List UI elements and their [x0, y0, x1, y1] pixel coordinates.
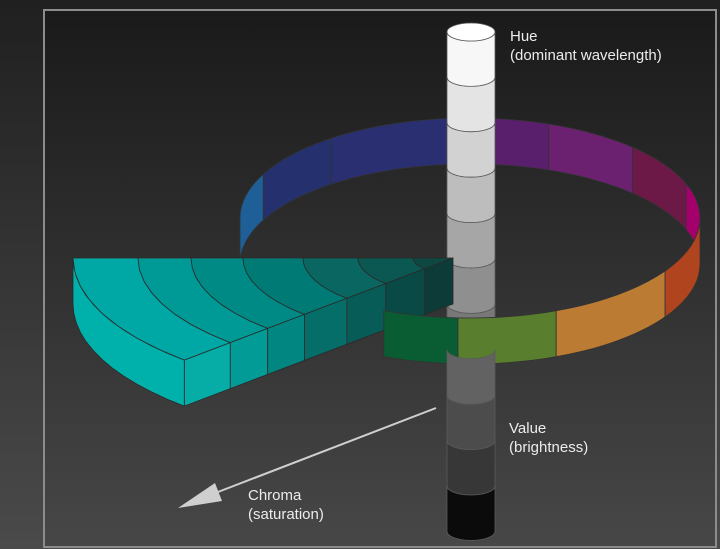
value-cylinder-lower — [446, 349, 496, 541]
value-label: Value — [509, 420, 546, 437]
value-cylinder — [446, 22, 496, 360]
value-band — [446, 485, 496, 541]
chroma-outer-face — [72, 257, 185, 407]
hue-sublabel: (dominant wavelength) — [510, 47, 662, 64]
chroma-step-front — [424, 257, 454, 316]
chroma-sublabel: (saturation) — [248, 506, 324, 523]
hue-label: Hue — [510, 28, 538, 45]
hue-ring-back — [239, 117, 701, 265]
ring-segment-near — [664, 217, 701, 318]
value-sublabel: (brightness) — [509, 439, 588, 456]
ring-segment-near — [457, 310, 557, 365]
hue-ring-front — [383, 217, 701, 365]
cylinder-top — [446, 22, 496, 42]
chroma-arrow — [178, 407, 437, 508]
chroma-label: Chroma — [248, 487, 302, 504]
